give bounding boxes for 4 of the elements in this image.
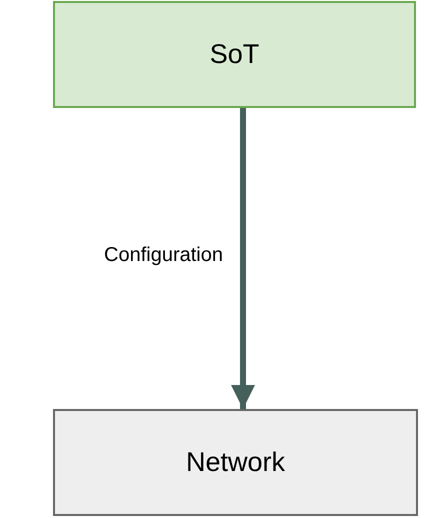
process-box: Network — [53, 409, 418, 516]
arrow — [231, 108, 255, 409]
process-box: SoT — [53, 1, 416, 108]
edge-label: Configuration — [104, 244, 223, 266]
